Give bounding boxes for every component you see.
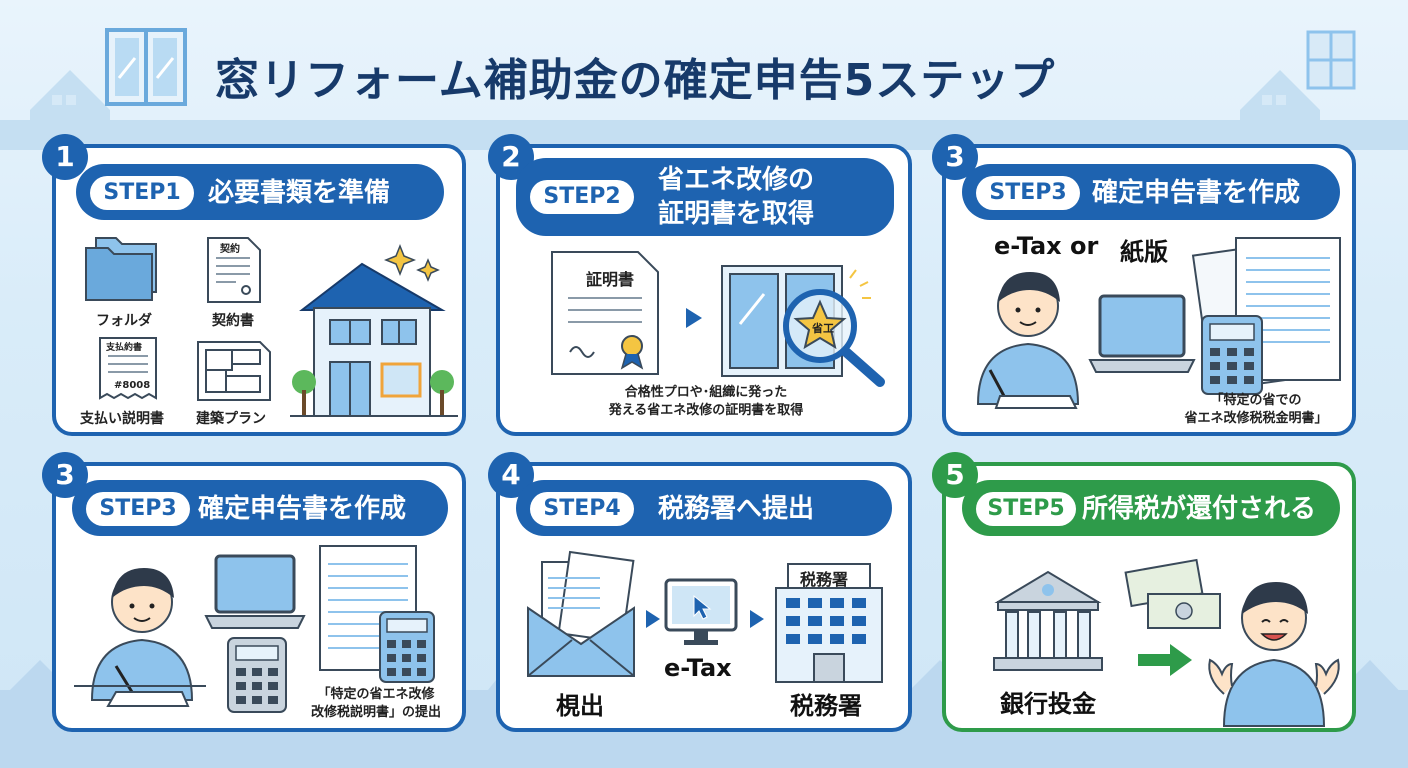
step-title: 所得税が還付される	[1082, 494, 1317, 524]
window-icon	[1306, 30, 1356, 90]
banknotes-icon	[1124, 558, 1221, 629]
monitor-icon	[664, 578, 738, 645]
floor-plan-icon	[197, 341, 271, 401]
etax-label: e-Tax	[664, 654, 732, 682]
certificate-icon	[551, 251, 659, 375]
window-icon	[105, 28, 187, 106]
receipt-icon	[99, 337, 157, 400]
step-tag: STEP5	[976, 492, 1076, 526]
step-number-badge: 5	[932, 452, 978, 498]
receipt-label: 支払い説明書	[80, 411, 164, 427]
bank-label: 銀行投金	[1000, 690, 1096, 718]
office-label: 税務署	[790, 692, 862, 720]
paper-label: 紙版	[1120, 238, 1168, 266]
step3b-note-line2: 改修税説明書」の提出	[310, 705, 441, 720]
person-icon	[976, 272, 1080, 409]
step2-note-line2: 発える省エネ改修の証明書を取得	[608, 403, 804, 418]
step-tag: STEP2	[530, 180, 634, 214]
calculator-icon	[227, 637, 287, 713]
receipt-code: #8008	[114, 380, 151, 391]
step3b-note-line1: 「特定の省エネ改修	[317, 687, 435, 702]
step3-note-line2: 省エネ改修税税金明書」	[1184, 411, 1328, 426]
step-tag: STEP1	[90, 176, 194, 210]
step-title: 確定申告書を作成	[1092, 178, 1301, 208]
certificate-badge-text: 省工	[812, 322, 834, 335]
arrow-icon	[1138, 644, 1192, 676]
person-icon	[1208, 582, 1340, 727]
submit-label: 梘出	[556, 692, 604, 720]
laptop-icon	[1088, 294, 1196, 373]
magnifier-icon	[783, 289, 885, 387]
receipt-heading: 支払約書	[106, 343, 143, 353]
envelope-icon	[527, 550, 635, 677]
step-tag: STEP3	[86, 492, 190, 526]
step-title-line2: 証明書を取得	[658, 199, 815, 229]
contract-doc-heading: 契約	[220, 244, 240, 255]
contract-doc-icon	[207, 237, 261, 303]
house-icon	[290, 243, 458, 417]
office-sign: 税務署	[800, 570, 849, 589]
folder-icon	[85, 237, 157, 301]
arrow-icon	[750, 610, 764, 628]
step-number-badge: 3	[932, 134, 978, 180]
office-building-icon	[775, 563, 883, 683]
step-title-line1: 省エネ改修の	[658, 165, 815, 195]
page-title: 窓リフォーム補助金の確定申告5ステップ	[215, 55, 1056, 106]
floor-plan-label: 建築プラン	[196, 411, 266, 427]
bank-icon	[993, 570, 1103, 671]
person-icon	[74, 568, 206, 707]
step-tag: STEP3	[976, 176, 1080, 210]
step2-note-line1: 合格性プロや･組織に発った	[624, 385, 788, 400]
step-title: 必要書類を準備	[208, 178, 391, 208]
laptop-icon	[204, 554, 306, 629]
certificate-heading: 証明書	[586, 270, 635, 289]
contract-label: 契約書	[212, 313, 254, 329]
arrow-icon	[686, 308, 702, 328]
step-title: 確定申告書を作成	[198, 494, 407, 524]
step-title: 税務署へ提出	[658, 494, 815, 524]
folder-label: フォルダ	[96, 313, 152, 329]
etax-or-label: e-Tax or	[994, 232, 1099, 260]
calculator-icon	[1201, 315, 1263, 395]
step-tag: STEP4	[530, 492, 634, 526]
arrow-icon	[646, 610, 660, 628]
step-number-badge: 1	[42, 134, 88, 180]
step3-note-line1: 「特定の省での	[1210, 393, 1302, 408]
calculator-icon	[379, 611, 435, 683]
